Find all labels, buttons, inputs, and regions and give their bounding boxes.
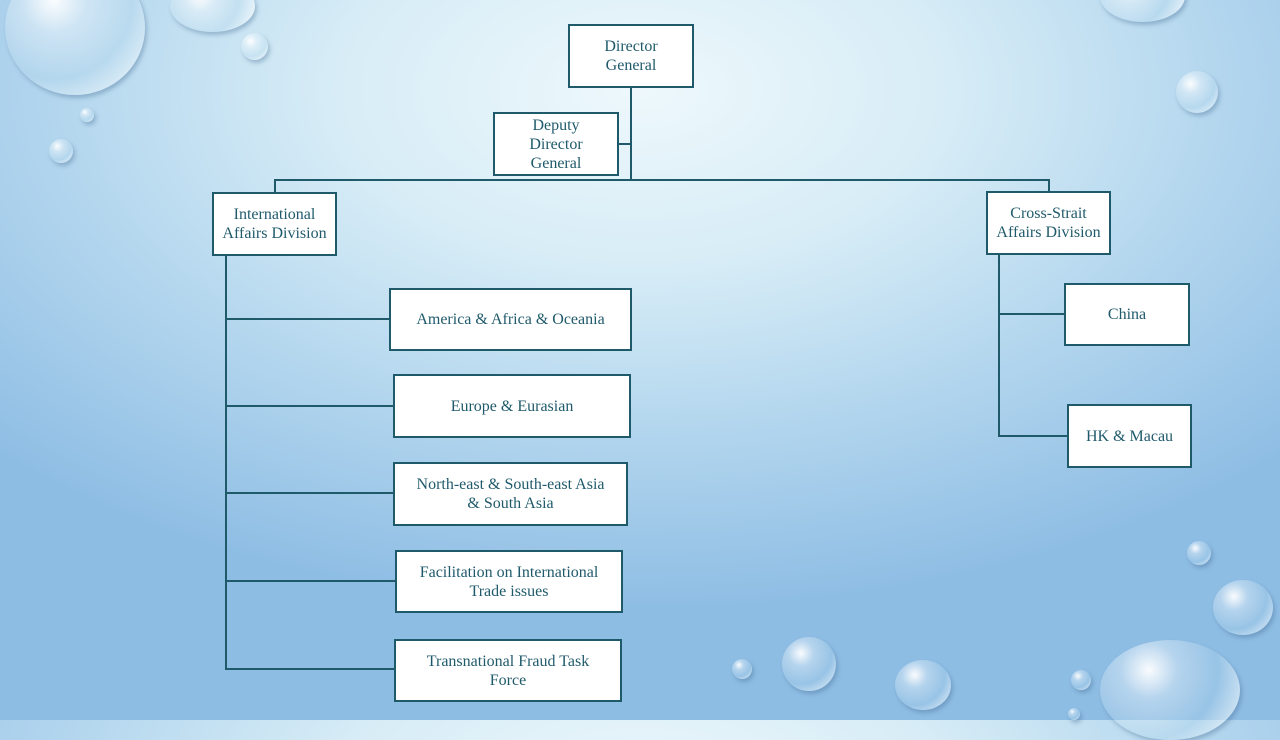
node-cross-strait-affairs-division: Cross-Strait Affairs Division: [986, 191, 1111, 255]
node-asia: North-east & South-east Asia & South Asi…: [393, 462, 628, 526]
water-drop-decoration: [1071, 670, 1091, 690]
water-drop-decoration: [170, 0, 255, 32]
node-america-africa-oceania: America & Africa & Oceania: [389, 288, 632, 351]
water-drop-decoration: [1176, 71, 1218, 113]
water-drop-decoration: [5, 0, 145, 95]
water-drop-decoration: [1100, 640, 1240, 740]
connector-intl-unit-5: [225, 668, 396, 670]
node-trade-facilitation: Facilitation on International Trade issu…: [395, 550, 623, 613]
node-international-affairs-division: International Affairs Division: [212, 192, 337, 256]
node-europe-eurasian: Europe & Eurasian: [393, 374, 631, 438]
node-china: China: [1064, 283, 1190, 346]
node-director-general: Director General: [568, 24, 694, 88]
water-drop-decoration: [1068, 708, 1080, 720]
node-hk-macau: HK & Macau: [1067, 404, 1192, 468]
connector-intl-unit-3: [225, 492, 395, 494]
water-drop-decoration: [241, 33, 268, 60]
connector-cross-strait-unit-2: [998, 435, 1069, 437]
water-drop-decoration: [80, 108, 94, 122]
node-transnational-fraud-task-force: Transnational Fraud Task Force: [394, 639, 622, 702]
connector-deputy: [618, 143, 632, 145]
connector-intl-unit-1: [225, 318, 391, 320]
node-deputy-director-general: Deputy Director General: [493, 112, 619, 176]
connector-cross-strait-spine: [998, 253, 1000, 437]
connector-intl-unit-4: [225, 580, 397, 582]
connector-root-down: [630, 86, 632, 181]
connector-intl-spine: [225, 254, 227, 670]
connector-divisions-bar: [274, 179, 1050, 181]
water-drop-decoration: [1100, 0, 1185, 22]
water-drop-decoration: [732, 659, 752, 679]
water-drop-decoration: [782, 637, 836, 691]
water-drop-decoration: [1213, 580, 1273, 635]
water-drop-decoration: [49, 139, 73, 163]
connector-cross-strait-division: [1048, 179, 1050, 193]
connector-cross-strait-unit-1: [998, 313, 1066, 315]
water-drop-decoration: [895, 660, 951, 710]
connector-intl-unit-2: [225, 405, 395, 407]
water-drop-decoration: [1187, 541, 1211, 565]
connector-intl-division: [274, 179, 276, 193]
